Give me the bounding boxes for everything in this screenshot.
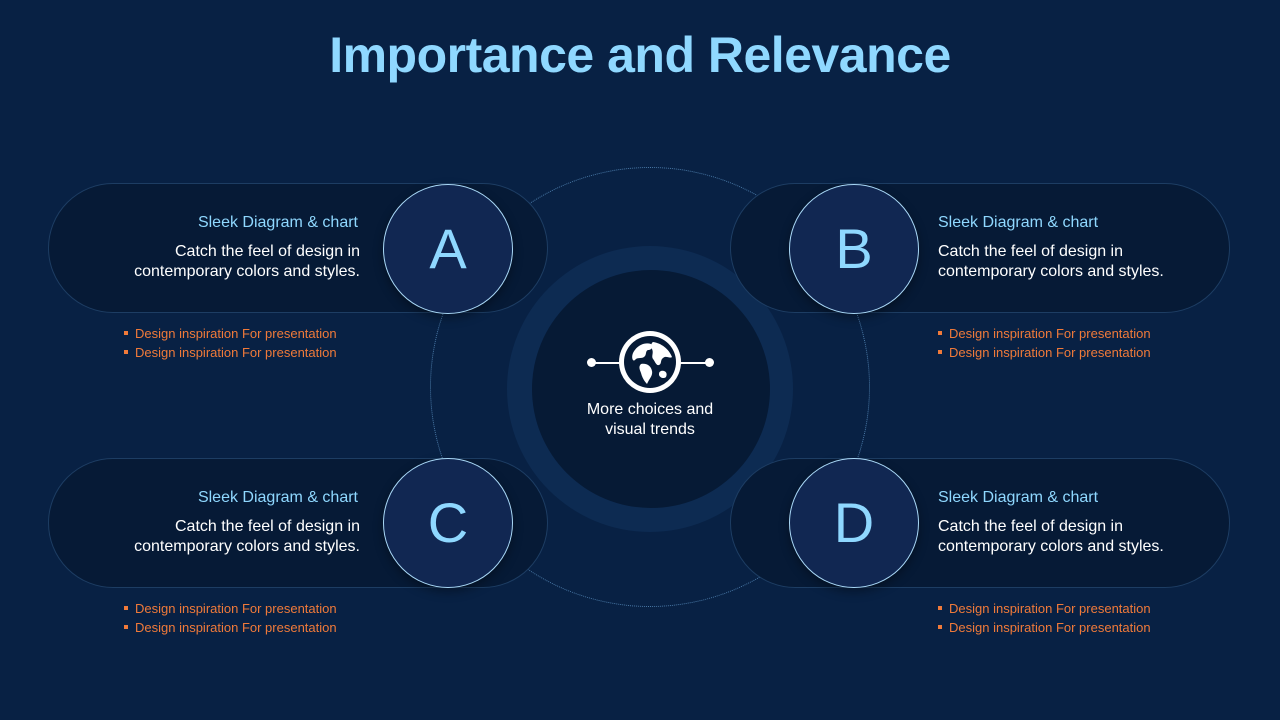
center-caption-line1: More choices and bbox=[586, 401, 714, 418]
card-a-bullet-list: Design inspiration For presentation Desi… bbox=[124, 324, 337, 362]
card-b-body: Catch the feel of design in contemporary… bbox=[938, 242, 1164, 282]
outer-dotted-ring bbox=[430, 167, 870, 607]
card-c-heading: Sleek Diagram & chart bbox=[197, 489, 358, 506]
card-d-letter-badge: D bbox=[789, 458, 919, 588]
list-item: Design inspiration For presentation bbox=[938, 343, 1151, 362]
page-title: Importance and Relevance bbox=[329, 27, 951, 83]
list-item: Design inspiration For presentation bbox=[124, 324, 337, 343]
card-a-letter-badge: A bbox=[383, 184, 513, 314]
card-a-body-line1: Catch the feel of design in bbox=[174, 243, 360, 260]
card-b-letter-badge: B bbox=[789, 184, 919, 314]
card-a-body: Catch the feel of design in contemporary… bbox=[134, 242, 360, 282]
card-c-letter-badge: C bbox=[383, 458, 513, 588]
card-b-heading: Sleek Diagram & chart bbox=[938, 214, 1099, 231]
card-b-body-line1: Catch the feel of design in bbox=[938, 243, 1124, 260]
list-item: Design inspiration For presentation bbox=[938, 324, 1151, 343]
list-item: Design inspiration For presentation bbox=[124, 599, 337, 618]
card-b-body-line2: contemporary colors and styles. bbox=[938, 263, 1164, 280]
list-item: Design inspiration For presentation bbox=[938, 618, 1151, 637]
center-caption-line2: visual trends bbox=[605, 421, 695, 438]
card-c-body: Catch the feel of design in contemporary… bbox=[134, 517, 360, 557]
card-b-bullet-list: Design inspiration For presentation Desi… bbox=[938, 324, 1151, 362]
card-a-heading: Sleek Diagram & chart bbox=[197, 214, 358, 231]
connector-dot-right bbox=[705, 358, 714, 367]
card-c-bullet-list: Design inspiration For presentation Desi… bbox=[124, 599, 337, 637]
connector-dot-left bbox=[587, 358, 596, 367]
card-d-body-line1: Catch the feel of design in bbox=[938, 518, 1124, 535]
list-item: Design inspiration For presentation bbox=[124, 343, 337, 362]
globe-icon bbox=[619, 331, 681, 393]
card-d-body-line2: contemporary colors and styles. bbox=[938, 538, 1164, 555]
card-a-body-line2: contemporary colors and styles. bbox=[134, 263, 360, 280]
center-caption: More choices and visual trends bbox=[560, 400, 740, 440]
list-item: Design inspiration For presentation bbox=[124, 618, 337, 637]
card-c-body-line1: Catch the feel of design in bbox=[174, 518, 360, 535]
card-d-body: Catch the feel of design in contemporary… bbox=[938, 517, 1164, 557]
card-d-heading: Sleek Diagram & chart bbox=[938, 489, 1099, 506]
card-c-body-line2: contemporary colors and styles. bbox=[134, 538, 360, 555]
card-d-bullet-list: Design inspiration For presentation Desi… bbox=[938, 599, 1151, 637]
list-item: Design inspiration For presentation bbox=[938, 599, 1151, 618]
